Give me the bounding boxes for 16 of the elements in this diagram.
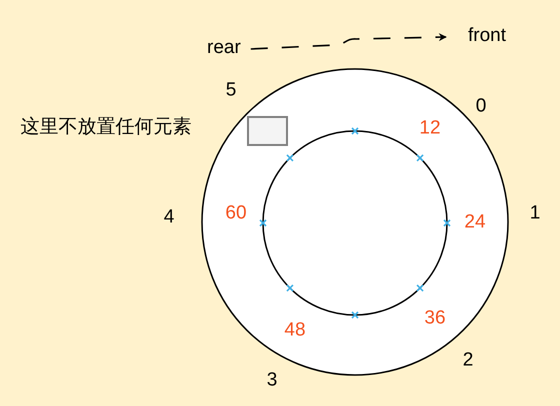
value-label: 36: [424, 308, 446, 328]
empty-slot-box: [247, 116, 288, 146]
end-label: rear: [207, 38, 241, 58]
position-number: 0: [476, 96, 486, 116]
value-label: 60: [225, 204, 247, 222]
position-number: 1: [530, 204, 540, 222]
value-label: 24: [464, 212, 486, 232]
end-label: front: [468, 26, 506, 46]
position-number: 5: [226, 80, 236, 100]
value-label: 48: [284, 320, 306, 340]
dashed-arrow: [250, 33, 447, 50]
position-number: 3: [266, 370, 278, 390]
note-text: 这里不放置任何元素: [20, 118, 192, 136]
value-label: 12: [419, 118, 441, 138]
position-number: 2: [462, 350, 474, 370]
position-number: 4: [164, 208, 174, 226]
